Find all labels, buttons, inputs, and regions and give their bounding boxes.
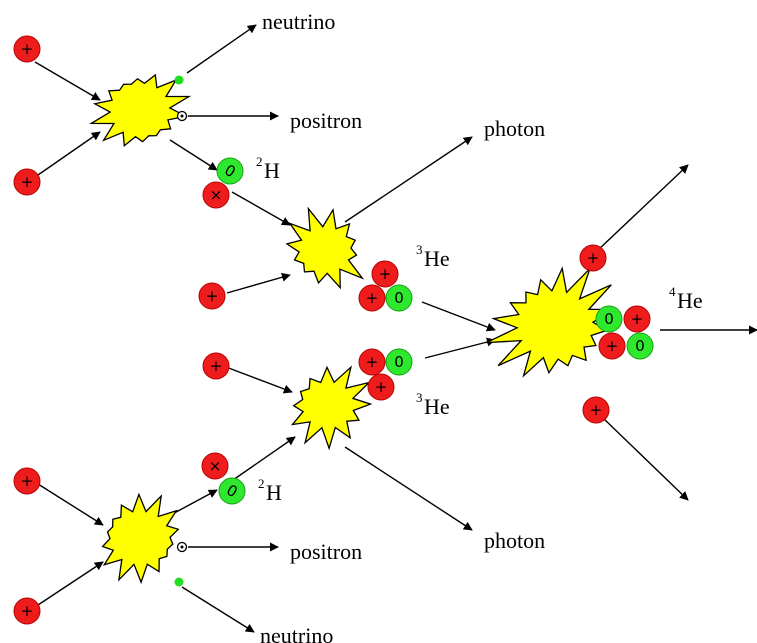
label-he4-superscript: 4 <box>669 284 676 299</box>
label-he3-bottom-superscript: 3 <box>416 390 423 405</box>
label-deuterium-bottom: H <box>266 480 282 505</box>
svg-text:0: 0 <box>635 337 645 355</box>
label-deuterium-bottom-superscript: 2 <box>258 476 265 491</box>
proton-input-3: + <box>198 282 226 310</box>
labels: neutrino positron photon 2 H 3 He 4 He 3… <box>256 9 703 643</box>
arrow-to-photon-bottom <box>344 446 473 531</box>
proton-output-top: + <box>579 244 607 272</box>
helium3-bottom: + 0 + <box>358 348 413 401</box>
fusion-flash-bottom <box>101 492 180 585</box>
arrow-deuterium-to-fusion-top <box>231 191 291 226</box>
fusion-flash-middle-bottom <box>290 365 373 451</box>
arrow-to-proton-out-top <box>597 164 689 251</box>
arrow-to-neutrino-top <box>186 24 257 74</box>
label-photon-top: photon <box>484 116 545 141</box>
positron-particle-top <box>176 110 188 122</box>
label-he3-top: He <box>424 246 450 271</box>
arrow-deuterium-to-fusion-bottom <box>232 436 296 481</box>
helium3-top: + + 0 <box>358 260 413 312</box>
svg-text:+: + <box>21 40 34 58</box>
svg-text:+: + <box>366 353 379 371</box>
arrow-to-neutrino-bottom <box>181 586 255 633</box>
arrow-proton-to-top-fusion-2 <box>37 131 101 176</box>
arrow-he3-top-to-final-fusion <box>421 301 496 332</box>
label-deuterium-top-superscript: 2 <box>256 154 263 169</box>
deuterium-bottom: × 0 <box>201 452 246 505</box>
svg-text:+: + <box>587 249 600 267</box>
svg-text:+: + <box>21 602 34 620</box>
svg-text:0: 0 <box>394 289 404 307</box>
svg-text:0: 0 <box>604 310 614 328</box>
svg-text:+: + <box>631 310 644 328</box>
label-he3-top-superscript: 3 <box>416 242 423 257</box>
svg-text:0: 0 <box>394 353 404 371</box>
particles: + + 0 × + + + 0 <box>13 35 654 625</box>
svg-text:+: + <box>21 173 34 191</box>
arrow-to-deuterium-top <box>169 139 218 171</box>
fusion-flash-middle-top <box>285 206 365 290</box>
arrow-to-photon-top <box>344 136 473 223</box>
label-he3-bottom: He <box>424 394 450 419</box>
label-he4: He <box>677 288 703 313</box>
svg-text:+: + <box>210 357 223 375</box>
arrow-proton-to-bottom-fusion-1 <box>37 483 104 526</box>
arrows <box>34 24 757 633</box>
label-neutrino-bottom: neutrino <box>260 623 333 643</box>
svg-text:×: × <box>209 457 222 475</box>
neutrino-particle-bottom <box>174 577 184 587</box>
proton-input-5: + <box>13 467 41 495</box>
proton-input-4: + <box>202 352 230 380</box>
deuterium-top: 0 × <box>202 157 244 209</box>
fusion-flash-top <box>88 73 192 147</box>
helium4: 0 + + 0 <box>595 305 654 360</box>
svg-text:×: × <box>210 186 223 204</box>
svg-text:+: + <box>375 378 388 396</box>
label-deuterium-top: H <box>264 158 280 183</box>
arrow-proton-to-top-fusion-1 <box>34 61 101 101</box>
svg-text:+: + <box>590 401 603 419</box>
svg-text:+: + <box>379 265 392 283</box>
positron-particle-bottom <box>176 541 188 553</box>
arrow-proton-to-fusion-bottom <box>225 366 293 394</box>
fusion-flashes <box>88 73 619 585</box>
arrow-proton-to-fusion-top <box>226 272 291 294</box>
proton-output-bottom: + <box>582 396 610 424</box>
svg-text:+: + <box>206 287 219 305</box>
arrow-proton-to-bottom-fusion-2 <box>37 561 104 606</box>
proton-input-6: + <box>13 597 41 625</box>
svg-text:+: + <box>21 472 34 490</box>
label-photon-bottom: photon <box>484 528 545 553</box>
svg-text:+: + <box>366 289 379 307</box>
label-positron-top: positron <box>290 108 362 133</box>
label-neutrino-top: neutrino <box>262 9 335 34</box>
arrow-he3-bottom-to-final-fusion <box>424 337 496 359</box>
svg-text:+: + <box>606 337 619 355</box>
proton-input-2: + <box>13 168 41 196</box>
proton-input-1: + <box>13 35 41 63</box>
arrow-to-proton-out-bottom <box>602 417 689 501</box>
neutrino-particle-top <box>174 75 184 85</box>
label-positron-bottom: positron <box>290 539 362 564</box>
